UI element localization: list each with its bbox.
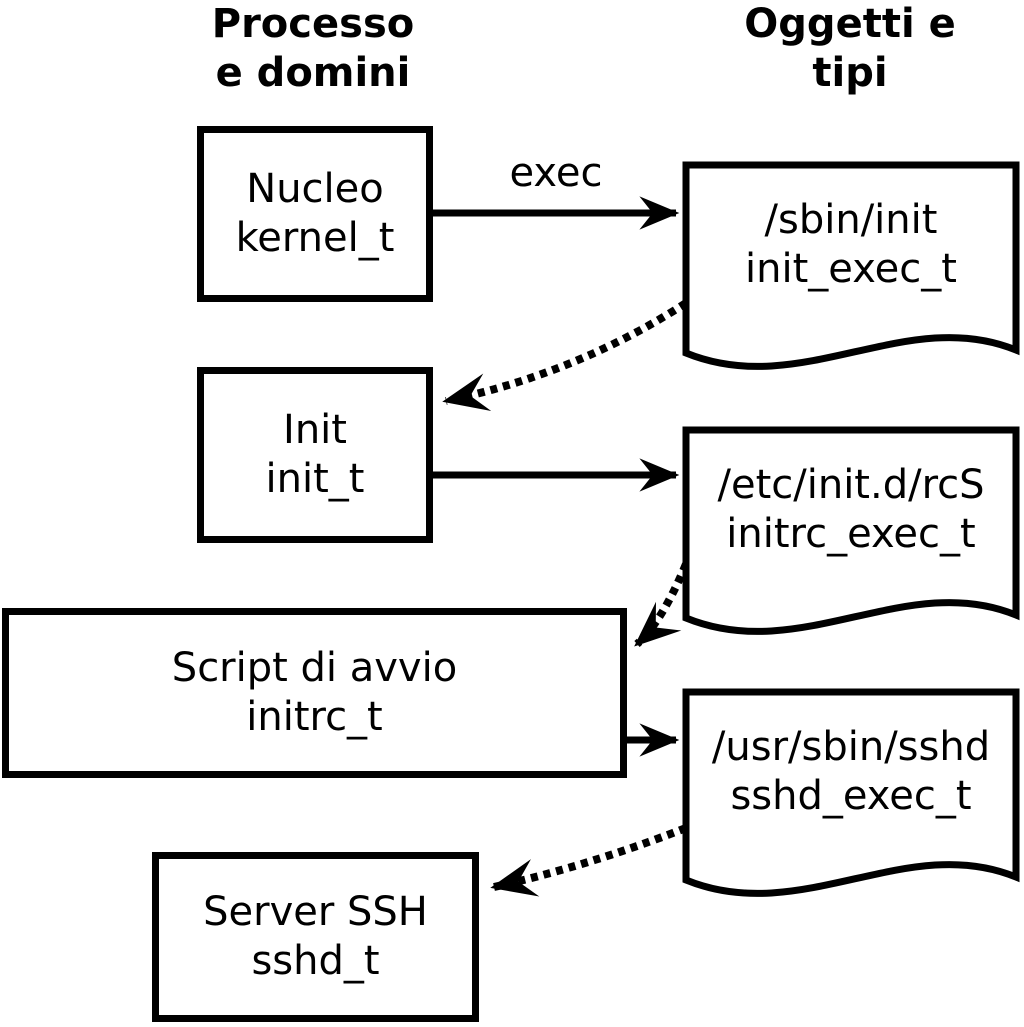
column-header-objects-line2: tipi: [812, 50, 888, 96]
column-header-processes-line2: e domini: [215, 50, 411, 96]
column-header-processes-line1: Processo: [211, 1, 415, 47]
process-domain: init_t: [265, 456, 365, 502]
process-box-init: Init init_t: [197, 367, 433, 543]
object-type: sshd_exec_t: [730, 773, 972, 819]
transition-arrow-init-exec-to-init: [442, 299, 689, 411]
process-name: Nucleo: [246, 166, 384, 212]
process-name: Server SSH: [203, 889, 428, 935]
object-type: initrc_exec_t: [726, 511, 976, 557]
document-initrc-exec: /etc/init.d/rcS initrc_exec_t: [686, 430, 1016, 590]
column-header-objects-line1: Oggetti e: [744, 1, 956, 47]
process-box-sshd: Server SSH sshd_t: [152, 852, 479, 1022]
process-name: Init: [283, 407, 347, 453]
process-box-kernel: Nucleo kernel_t: [197, 126, 433, 302]
object-path: /sbin/init: [764, 197, 938, 243]
process-box-initrc: Script di avvio initrc_t: [2, 608, 627, 778]
column-header-processes: Processo e domini: [113, 0, 513, 98]
object-path: /etc/init.d/rcS: [717, 462, 985, 508]
process-domain: sshd_t: [251, 938, 380, 984]
transition-arrow-sshd-exec-to-sshd: [490, 824, 688, 897]
document-shape-initrc-exec: [682, 426, 1020, 635]
document-shape-init-exec: [682, 161, 1020, 370]
process-domain: kernel_t: [235, 215, 395, 261]
object-path: /usr/sbin/sshd: [711, 724, 991, 770]
document-init-exec: /sbin/init init_exec_t: [686, 165, 1016, 325]
transition-arrow-initrc-exec-to-initrc: [634, 562, 690, 648]
document-shape-sshd-exec: [682, 688, 1020, 897]
document-sshd-exec: /usr/sbin/sshd sshd_exec_t: [686, 692, 1016, 852]
column-header-objects: Oggetti e tipi: [650, 0, 1024, 98]
exec-arrow-label: exec: [509, 150, 603, 196]
process-domain: initrc_t: [246, 694, 383, 740]
process-name: Script di avvio: [171, 645, 458, 691]
object-type: init_exec_t: [745, 246, 957, 292]
